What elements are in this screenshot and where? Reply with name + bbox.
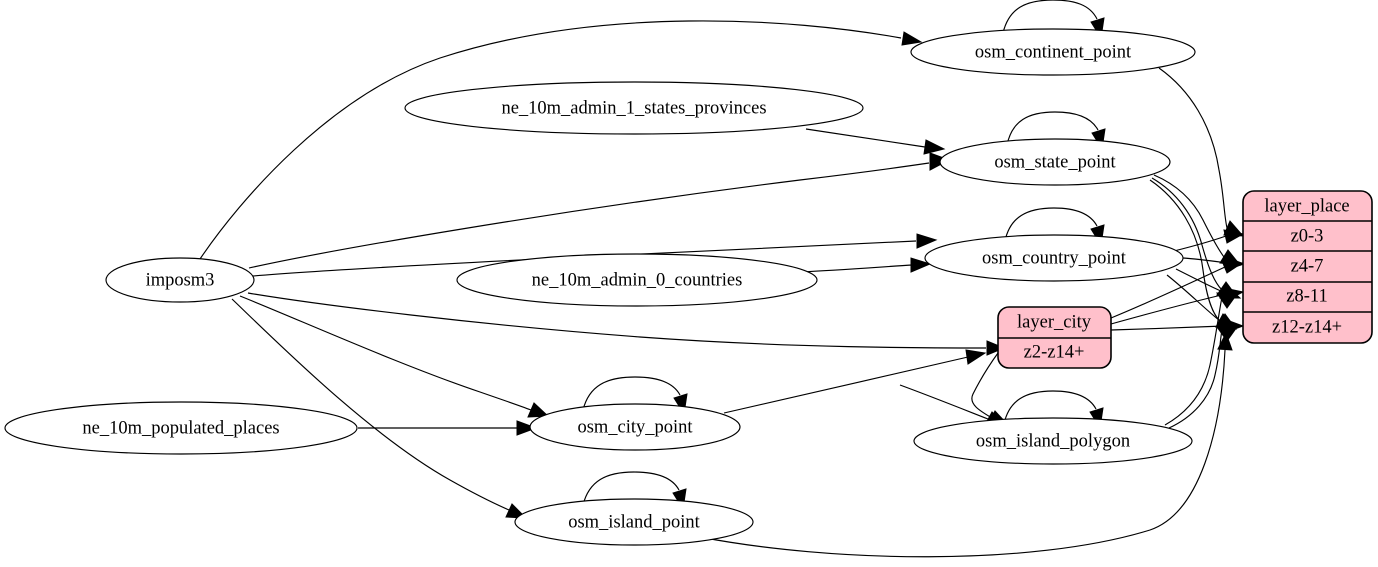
record-layer_place-row-z4-7[interactable]: z4-7 bbox=[1291, 256, 1324, 276]
edge-layer_city-to-layer_place-z4-7 bbox=[1110, 260, 1244, 319]
edge-osm_island_polygon-to-layer_place-z12-z14+ bbox=[1168, 326, 1238, 429]
record-node-layer: layer_place z0-3 z4-7 z8-11 z12-z14+ lay… bbox=[997, 190, 1373, 369]
edge-layer bbox=[199, 0, 1246, 558]
node-ne_10m_admin_1_states_provinces[interactable]: ne_10m_admin_1_states_provinces bbox=[404, 81, 864, 135]
record-node-layer_place[interactable]: layer_place z0-3 z4-7 z8-11 z12-z14+ bbox=[1242, 190, 1373, 344]
node-osm_island_polygon-label: osm_island_polygon bbox=[976, 431, 1130, 451]
edge-imposm3-to-osm_continent_point bbox=[199, 20, 923, 260]
record-layer_city-header: layer_city bbox=[1017, 312, 1092, 332]
record-node-layer_city[interactable]: layer_city z2-z14+ bbox=[997, 306, 1112, 369]
edge-imposm3-to-osm_state_point bbox=[248, 152, 951, 269]
edge-ne_10m_admin_1_states_provinces-to-osm_state_point bbox=[805, 128, 946, 155]
record-layer_place-header: layer_place bbox=[1264, 196, 1349, 216]
node-osm_continent_point[interactable]: osm_continent_point bbox=[910, 28, 1196, 76]
node-osm_country_point[interactable]: osm_country_point bbox=[924, 234, 1184, 282]
node-osm_island_polygon[interactable]: osm_island_polygon bbox=[913, 417, 1193, 465]
edge-osm_city_point-to-layer_city bbox=[723, 349, 987, 414]
record-layer_city-row-z2-z14plus[interactable]: z2-z14+ bbox=[1024, 342, 1085, 362]
edge-imposm3-to-layer_city bbox=[247, 292, 1006, 356]
edge-imposm3-to-osm_city_point bbox=[239, 295, 550, 418]
edge-osm_continent_point-to-layer_place-z0-3 bbox=[1158, 67, 1245, 237]
record-layer_place-row-z12-z14plus[interactable]: z12-z14+ bbox=[1272, 317, 1342, 337]
node-ne_10m_admin_0_countries-label: ne_10m_admin_0_countries bbox=[532, 270, 743, 290]
node-imposm3[interactable]: imposm3 bbox=[105, 257, 255, 303]
node-osm_island_point[interactable]: osm_island_point bbox=[514, 498, 754, 546]
node-osm_state_point-label: osm_state_point bbox=[994, 152, 1116, 172]
node-imposm3-label: imposm3 bbox=[146, 270, 215, 290]
node-osm_continent_point-label: osm_continent_point bbox=[975, 42, 1132, 62]
record-layer_place-row-z0-3[interactable]: z0-3 bbox=[1291, 226, 1324, 246]
edge-osm_island_polygon-to-layer_place-z8-11 bbox=[1164, 292, 1238, 426]
node-ne_10m_populated_places[interactable]: ne_10m_populated_places bbox=[4, 401, 358, 455]
edge-ne_10m_admin_0_countries-to-osm_country_point bbox=[799, 257, 932, 273]
edge-ne_10m_populated_places-to-osm_city_point bbox=[358, 420, 538, 436]
edge-osm_country_point-to-layer_place-z0-3 bbox=[1173, 229, 1245, 252]
edge-into-osm_island_polygon-upper-left bbox=[899, 384, 1007, 427]
node-layer: imposm3 ne_10m_populated_places ne_10m_a… bbox=[4, 28, 1196, 546]
node-osm_state_point[interactable]: osm_state_point bbox=[939, 138, 1171, 186]
node-osm_city_point[interactable]: osm_city_point bbox=[529, 403, 741, 451]
node-osm_city_point-label: osm_city_point bbox=[577, 417, 693, 437]
node-osm_island_point-label: osm_island_point bbox=[568, 512, 700, 532]
node-osm_country_point-label: osm_country_point bbox=[982, 248, 1127, 268]
node-ne_10m_populated_places-label: ne_10m_populated_places bbox=[82, 418, 279, 438]
edge-osm_island_point-to-layer_place-z12-z14+ bbox=[699, 331, 1233, 558]
node-ne_10m_admin_1_states_provinces-label: ne_10m_admin_1_states_provinces bbox=[501, 98, 766, 118]
node-ne_10m_admin_0_countries[interactable]: ne_10m_admin_0_countries bbox=[456, 253, 818, 307]
record-layer_place-row-z8-11[interactable]: z8-11 bbox=[1286, 286, 1327, 306]
